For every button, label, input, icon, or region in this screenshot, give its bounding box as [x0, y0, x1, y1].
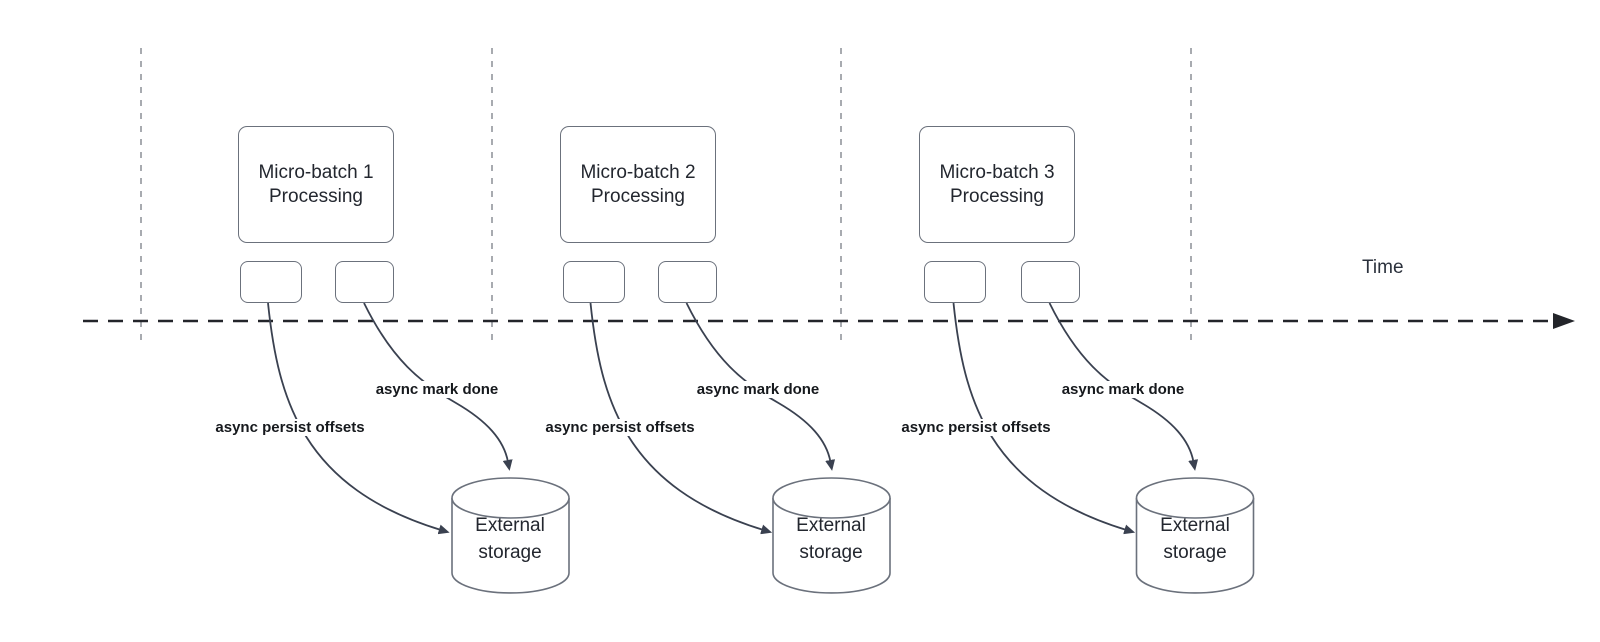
offset-connector-box-2 — [563, 261, 625, 303]
time-label: Time — [1362, 257, 1404, 278]
persist-offsets-label-2: async persist offsets — [542, 419, 698, 436]
persist-offsets-label-1: async persist offsets — [212, 419, 368, 436]
mark-done-label-2: async mark done — [693, 381, 823, 398]
done-connector-box-1 — [335, 261, 394, 303]
micro-batch-box-1: Micro-batch 1 Processing — [238, 126, 394, 243]
external-storage-label-3: External storage — [1160, 515, 1230, 563]
micro-batch-subtitle: Processing — [950, 185, 1044, 207]
micro-batch-subtitle: Processing — [269, 185, 363, 207]
done-connector-box-3 — [1021, 261, 1080, 303]
offset-connector-box-3 — [924, 261, 986, 303]
external-storage-label-2: External storage — [796, 515, 866, 563]
persist-offsets-arrow-2 — [589, 302, 773, 535]
persist-offsets-arrow-1 — [267, 302, 450, 535]
external-storage-cylinder-2 — [772, 477, 891, 594]
mark-done-label-1: async mark done — [372, 381, 502, 398]
mark-done-label-3: async mark done — [1058, 381, 1188, 398]
micro-batch-subtitle: Processing — [591, 185, 685, 207]
micro-batch-title: Micro-batch 1 — [258, 161, 374, 183]
persist-offsets-arrow-3 — [952, 302, 1136, 535]
micro-batch-title: Micro-batch 3 — [939, 161, 1055, 183]
persist-offsets-label-3: async persist offsets — [898, 419, 1054, 436]
external-storage-cylinder-3 — [1135, 477, 1255, 594]
micro-batch-box-2: Micro-batch 2 Processing — [560, 126, 716, 243]
external-storage-label-1: External storage — [475, 515, 545, 563]
mark-done-arrow-1 — [363, 302, 513, 471]
offset-connector-box-1 — [240, 261, 302, 303]
micro-batch-title: Micro-batch 2 — [580, 161, 696, 183]
done-connector-box-2 — [658, 261, 717, 303]
mark-done-arrow-3 — [1048, 302, 1199, 471]
mark-done-arrow-2 — [685, 302, 836, 471]
external-storage-cylinder-1 — [451, 477, 570, 594]
micro-batch-box-3: Micro-batch 3 Processing — [919, 126, 1075, 243]
